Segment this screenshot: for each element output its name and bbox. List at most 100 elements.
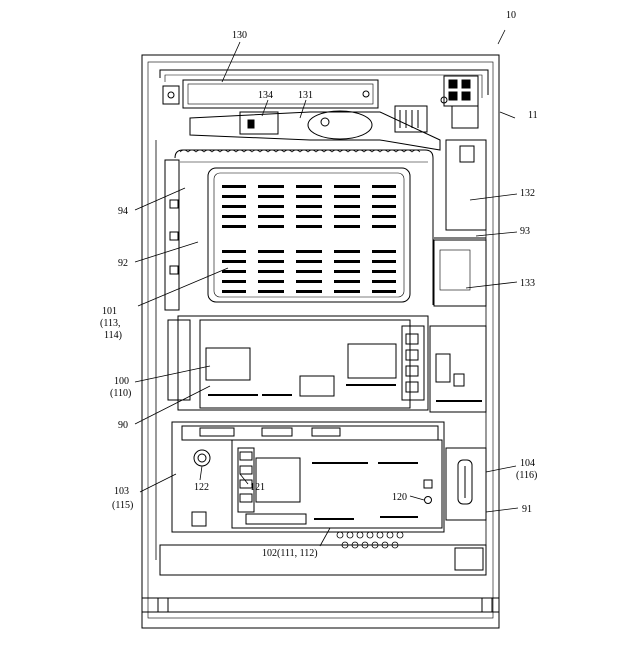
leader-120: [410, 496, 424, 500]
terminal: [406, 366, 418, 376]
vent-panel-inner: [214, 173, 404, 297]
ref-label-122: 122: [194, 482, 209, 493]
leader-122: [200, 466, 202, 480]
leader-121: [240, 474, 248, 484]
connector-pin: [240, 452, 252, 460]
sensor-arm-131: [190, 112, 440, 150]
rail-slot: [200, 428, 234, 436]
ref-label-104-sub: (116): [516, 470, 537, 481]
base-corner-block: [455, 548, 483, 570]
board-chip-mid: [300, 376, 334, 396]
rail-tab: [170, 232, 178, 240]
sensor-housing: [308, 111, 372, 139]
ref-label-103-sub: (115): [112, 500, 133, 511]
io-port: [454, 374, 464, 386]
right-unit-132: [446, 140, 486, 230]
capacitor-122: [194, 450, 210, 466]
small-switch: [424, 480, 432, 488]
ref-label-94: 94: [118, 206, 128, 217]
ref-label-11: 11: [528, 110, 538, 121]
right-foot: [482, 598, 492, 612]
leader-93: [476, 232, 517, 236]
ref-label-132: 132: [520, 188, 535, 199]
connector-pin: [449, 80, 457, 88]
ref-label-102: 102(111, 112): [262, 548, 318, 559]
terminal-block-2: [452, 106, 478, 128]
leader-102: [320, 528, 330, 546]
ref-label-133: 133: [520, 278, 535, 289]
leader-132: [470, 194, 517, 200]
leader-91: [486, 508, 518, 512]
ref-label-10: 10: [506, 10, 516, 21]
duct-screw: [363, 91, 369, 97]
left-foot: [158, 598, 168, 612]
top-frame-inner: [165, 75, 482, 98]
ref-label-121: 121: [250, 482, 265, 493]
leader-131: [300, 100, 306, 118]
io-port: [436, 354, 450, 382]
top-left-bracket: [163, 86, 179, 104]
leader-10: [498, 30, 505, 44]
ref-label-101-sub1: (113,: [100, 318, 120, 329]
vent-slot-grid: [222, 185, 396, 293]
left-rail-94: [165, 160, 179, 310]
connector-pin: [462, 80, 470, 88]
leader-103: [140, 474, 176, 492]
fan-duct-inner: [188, 84, 373, 104]
ref-label-103: 103: [114, 486, 129, 497]
rail-tab: [170, 200, 178, 208]
connector-pin: [449, 92, 457, 100]
ref-label-104: 104: [520, 458, 535, 469]
rail-tab: [170, 266, 178, 274]
board-pin-rows: [208, 384, 482, 402]
base-tray-91: [160, 545, 486, 575]
leader-11: [500, 112, 515, 118]
ref-label-93: 93: [520, 226, 530, 237]
terminal: [406, 334, 418, 344]
power-chip: [256, 458, 300, 502]
rail-slot: [262, 428, 292, 436]
board-chip-right: [348, 344, 396, 378]
leader-133: [466, 282, 517, 288]
side-terminals: [402, 326, 424, 400]
indicator-120: [425, 497, 432, 504]
bottom-vent-holes: [337, 532, 403, 548]
lower-pin-rows: [312, 462, 418, 520]
ref-label-92: 92: [118, 258, 128, 269]
terminal: [406, 382, 418, 392]
connector-pin: [240, 466, 252, 474]
ref-label-134: 134: [258, 90, 273, 101]
pin-strip: [246, 514, 306, 524]
left-bracket: [168, 320, 190, 400]
leader-100: [135, 366, 210, 382]
small-component: [192, 512, 206, 526]
right-io-block: [430, 326, 486, 412]
right-lower-unit-104: [446, 448, 486, 520]
leader-lines: [135, 30, 518, 546]
leader-101: [138, 268, 228, 306]
lower-frame-103: [172, 422, 444, 532]
outer-housing: [142, 55, 499, 628]
leader-90: [135, 386, 210, 424]
connector-pin: [462, 92, 470, 100]
ref-label-131: 131: [298, 90, 313, 101]
ref-label-91: 91: [522, 504, 532, 515]
rail-slot: [312, 428, 340, 436]
sensor-lens: [321, 118, 329, 126]
leader-92: [135, 242, 198, 262]
ref-label-120: 120: [392, 492, 407, 503]
ref-label-100-sub: (110): [110, 388, 131, 399]
ref-label-100: 100: [114, 376, 129, 387]
capacitor-core: [198, 454, 206, 462]
sensor-element: [248, 120, 254, 128]
right-unit-window: [460, 146, 474, 162]
ref-label-90: 90: [118, 420, 128, 431]
top-frame: [160, 70, 488, 95]
right-board-chip: [440, 250, 470, 290]
ref-label-101-sub2: 114): [104, 330, 122, 341]
ref-label-101: 101: [102, 306, 117, 317]
terminal: [406, 350, 418, 360]
board-chip-left: [206, 348, 250, 380]
